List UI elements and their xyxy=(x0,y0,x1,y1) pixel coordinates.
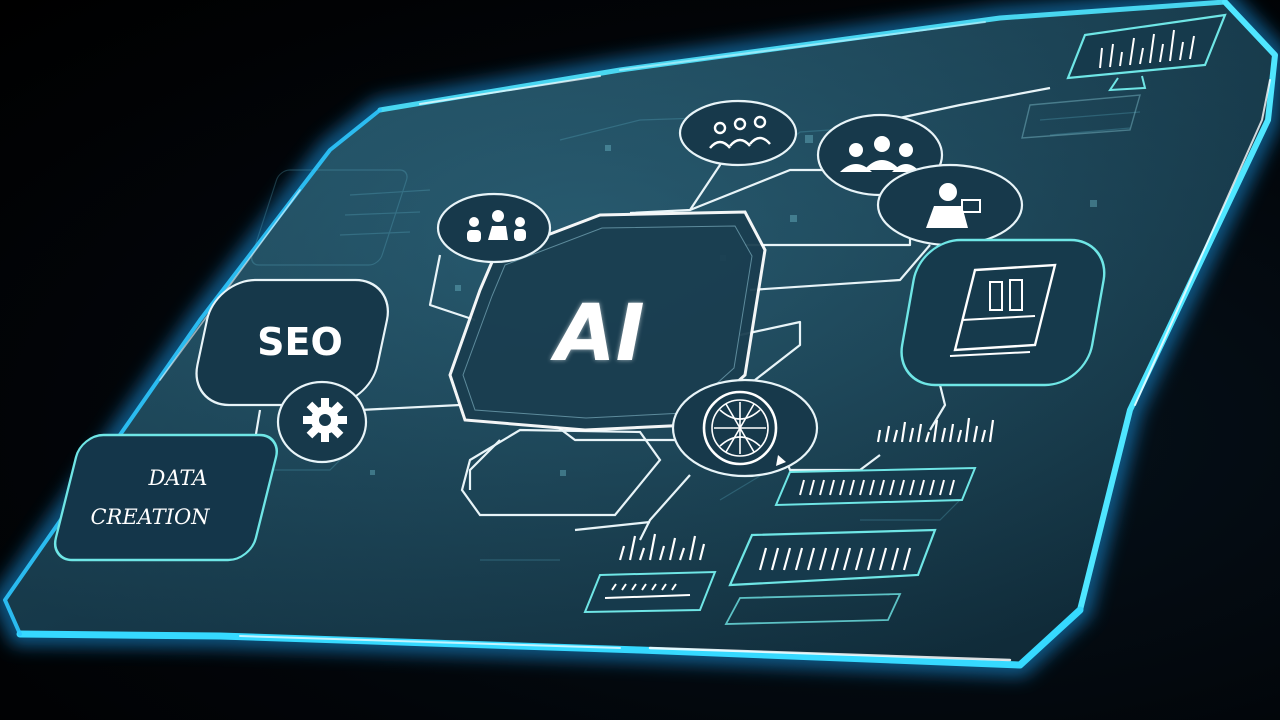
teamwork-icon xyxy=(678,99,798,167)
data-creation-node: DATA CREATION xyxy=(53,433,278,562)
lower-hexagon xyxy=(460,428,662,517)
settings-gear-icon xyxy=(276,380,368,464)
global-network-icon xyxy=(671,378,819,478)
document-icon xyxy=(900,238,1106,387)
ai-label: AI xyxy=(549,289,644,379)
people-group-icon xyxy=(436,192,552,264)
data-bar-panel-3 xyxy=(724,593,902,625)
equalizer-bars-lower xyxy=(618,533,706,561)
data-label-line1: DATA xyxy=(148,466,208,490)
data-label-line2: CREATION xyxy=(90,505,210,529)
frame-edges xyxy=(3,0,1278,669)
monitor-chart-icon xyxy=(1066,13,1227,92)
data-bar-panel-4 xyxy=(583,570,717,614)
upper-faint-card xyxy=(1021,94,1141,139)
seo-node: SEO xyxy=(195,278,390,407)
connection-lines xyxy=(253,86,1051,541)
ai-hub: AI AI xyxy=(448,210,767,432)
equalizer-bars xyxy=(876,417,995,443)
user-presenter-icon xyxy=(876,163,1024,247)
svg-text:AI: AI xyxy=(549,289,644,379)
data-bar-panel-2 xyxy=(728,528,937,587)
seo-label: SEO xyxy=(257,320,343,364)
data-bar-panel-1 xyxy=(774,466,977,507)
